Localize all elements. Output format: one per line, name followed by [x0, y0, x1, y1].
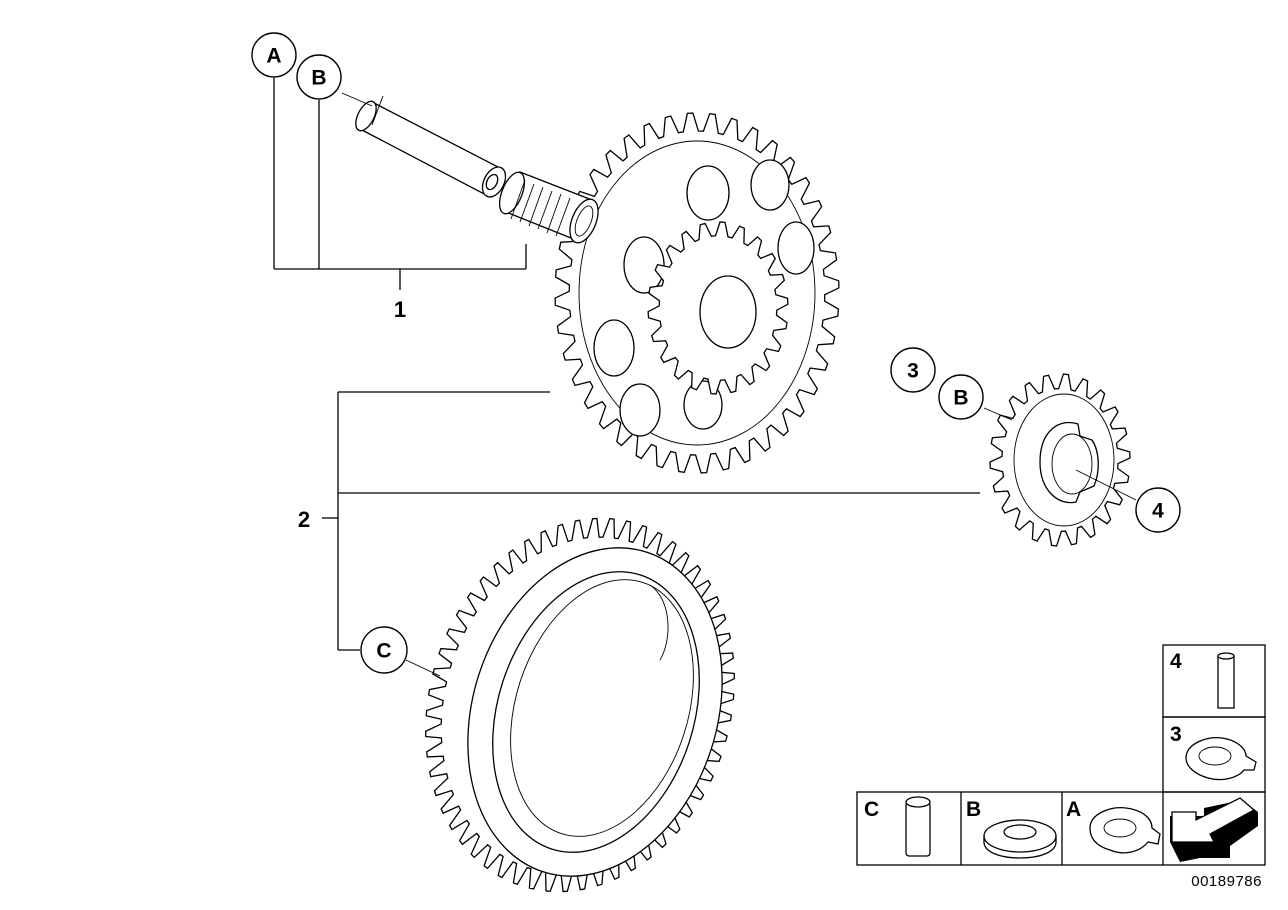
needle-bearing [498, 171, 599, 244]
callout-a-top: A [251, 32, 297, 78]
callout-c-text: C [376, 640, 391, 663]
shaft-pin [355, 95, 507, 198]
direction-arrow-icon [1170, 797, 1258, 862]
legend-tab-washer-icon-a [1089, 807, 1161, 854]
callout-b-right: B [938, 374, 984, 420]
callout-b-text: B [311, 67, 326, 90]
bevel-ring-gear [425, 517, 735, 893]
legend-tab-washer-icon-3 [1185, 737, 1257, 781]
item-number-2: 2 [298, 507, 310, 532]
legend-label-c: C [864, 798, 879, 821]
callout-4: 4 [1135, 487, 1181, 533]
document-id: 00189786 [1191, 873, 1262, 890]
leader-lines [273, 78, 1137, 677]
legend-label-a: A [1066, 798, 1081, 821]
small-gear-right [989, 373, 1131, 547]
callout-3-text: 3 [907, 360, 919, 383]
legend-label-b: B [966, 798, 981, 821]
callout-3: 3 [890, 347, 936, 393]
item-number-1: 1 [394, 297, 406, 322]
callout-b-right-text: B [953, 387, 968, 410]
legend-label-3: 3 [1170, 723, 1182, 746]
legend-flat-washer-icon [983, 819, 1057, 859]
legend-label-4: 4 [1170, 650, 1182, 673]
legend-table: 4 3 C B A [856, 644, 1266, 866]
callout-b-top: B [296, 54, 342, 100]
callout-c-left: C [360, 626, 408, 674]
legend-pin-icon [1217, 652, 1235, 709]
callout-a-text: A [266, 45, 281, 68]
large-spur-gear [554, 112, 840, 474]
callout-4-text: 4 [1152, 500, 1164, 523]
legend-dowel-icon [905, 796, 931, 857]
